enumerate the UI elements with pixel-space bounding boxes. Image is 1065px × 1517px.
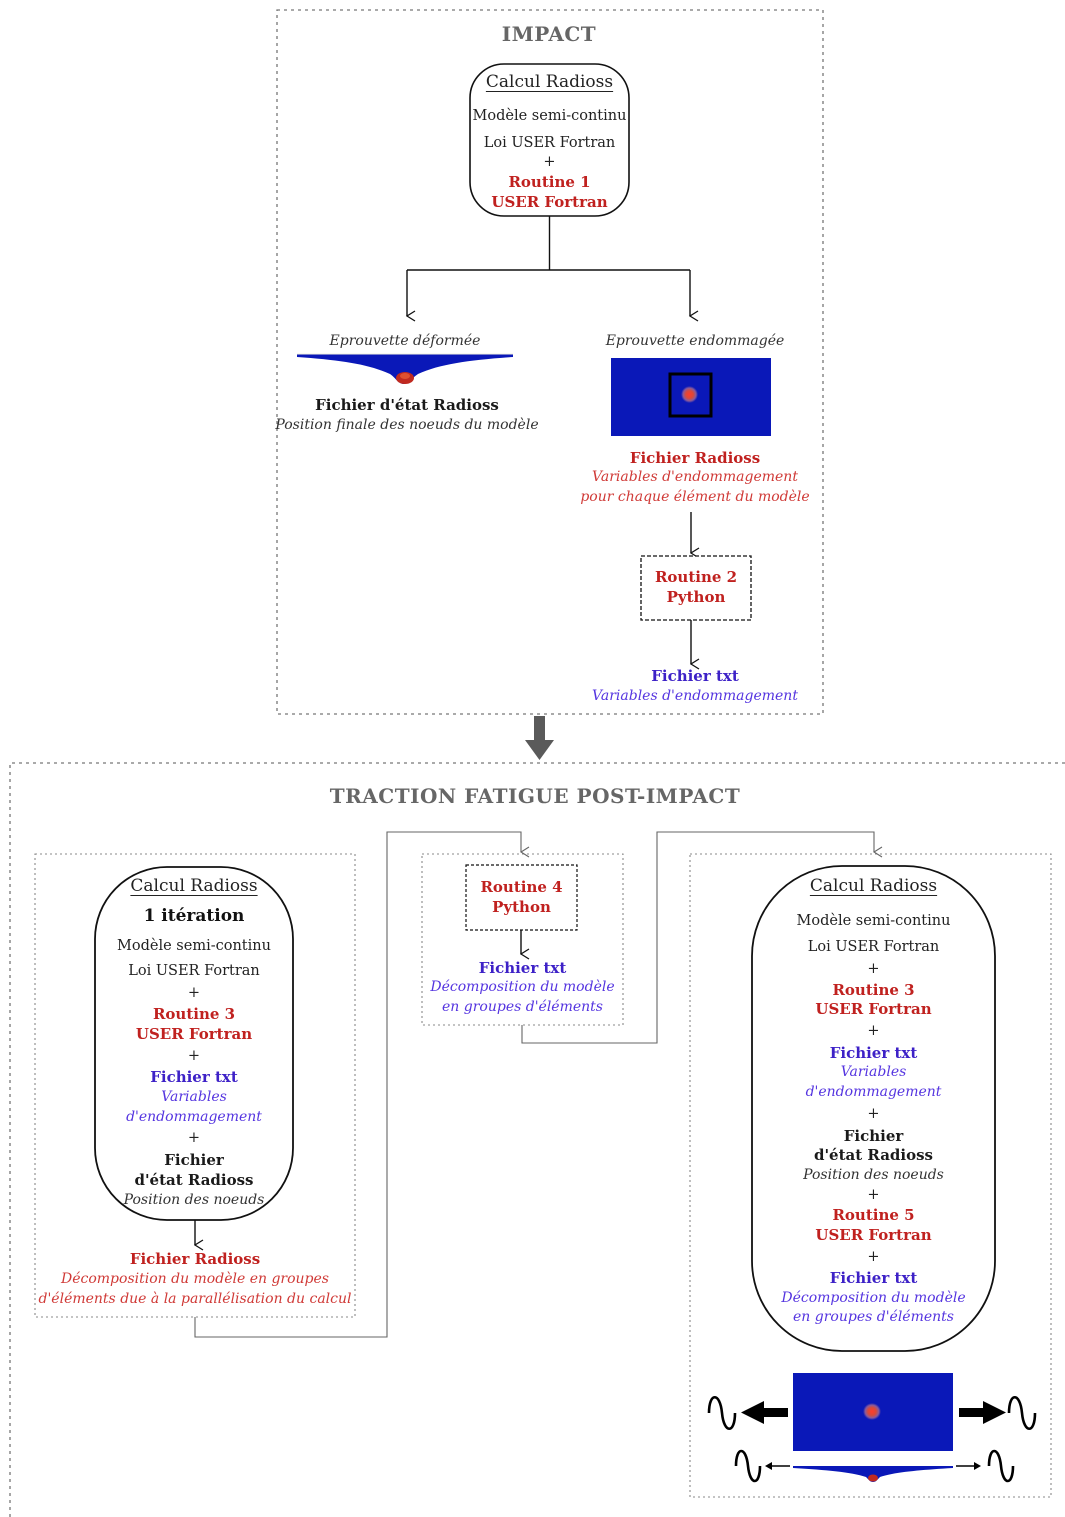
connector-middle-to-right [521,831,874,1044]
right-txt1-desc1: Variables [840,1064,907,1080]
section-transition-arrow [525,716,554,760]
right-txt2-desc2: en groupes d'éléments [793,1309,954,1325]
right-calc-box [751,865,996,1352]
right-calc-law: Loi USER Fortran [807,939,940,955]
routine2-l2: Python [666,588,726,606]
left-calc-law: Loi USER Fortran [128,963,260,979]
routine2-box [640,555,752,621]
cyclic-load-icon [987,1449,1015,1483]
routine4-box [465,864,578,931]
right-state-l2: d'état Radioss [813,1146,934,1164]
deformed-specimen-image [297,353,513,384]
right-calc-plus: + [867,961,880,977]
right-routine5-l2: USER Fortran [815,1226,932,1244]
impact-routine1-l1: Routine 1 [508,173,591,191]
routine2-l1: Routine 2 [654,568,738,586]
right-calc-model: Modèle semi-continu [796,913,951,929]
left-subframe [34,853,356,1318]
impact-txt-title: Fichier txt [651,667,739,685]
impact-title: IMPACT [501,22,597,46]
left-calc-plus: + [187,985,201,1001]
routine4-l1: Routine 4 [480,878,563,896]
right-txt1-title: Fichier txt [829,1044,918,1062]
left-out-desc2: d'éléments due à la parallélisation du c… [38,1291,352,1307]
right-calc-plus: + [867,1023,880,1039]
right-txt1-desc2: d'endommagement [805,1084,942,1100]
cyclic-load-icon [1007,1395,1037,1431]
right-calc-plus: + [867,1249,880,1265]
left-txt-title: Fichier txt [150,1068,238,1086]
fatigue-title: TRACTION FATIGUE POST-IMPACT [329,784,741,808]
right-state-l1: Fichier [843,1127,904,1145]
load-arrow-left-large [741,1401,788,1424]
deformed-file-desc: Position finale des noeuds du modèle [275,417,539,433]
left-calc-box [94,866,294,1221]
damaged-file-desc1: Variables d'endommagement [592,469,798,485]
middle-txt-desc2: en groupes d'éléments [442,999,603,1015]
left-state-desc: Position des noeuds [123,1192,265,1208]
left-calc-model: Modèle semi-continu [117,938,271,954]
impact-calc-model: Modèle semi-continu [472,108,627,124]
right-txt2-desc1: Décomposition du modèle [781,1290,966,1306]
routine4-l2: Python [492,898,551,916]
load-arrow-left-small [765,1462,790,1470]
fatigue-frame [9,762,1065,1517]
left-state-l2: d'état Radioss [134,1171,254,1189]
left-state-l1: Fichier [164,1151,224,1169]
right-routine5-l1: Routine 5 [832,1206,915,1224]
load-arrow-right-small [956,1462,981,1470]
right-calc-plus: + [867,1106,880,1122]
deformed-file-title: Fichier d'état Radioss [315,396,499,414]
right-txt2-title: Fichier txt [829,1269,918,1287]
impact-txt-desc: Variables d'endommagement [592,688,798,704]
damaged-caption: Eprouvette endommagée [605,333,785,349]
damaged-file-title: Fichier Radioss [629,449,761,467]
left-routine3-l2: USER Fortran [135,1025,253,1043]
impact-frame [276,9,824,715]
right-routine3-l2: USER Fortran [815,1000,932,1018]
connector-left-to-middle [194,831,521,1338]
left-calc-plus: + [187,1130,201,1146]
right-routine3-l1: Routine 3 [832,981,915,999]
right-calc-plus: + [867,1187,880,1203]
left-calc-heading: Calcul Radioss [130,876,258,896]
cyclic-load-icon [734,1449,762,1483]
impact-calc-plus: + [543,154,556,170]
left-calc-plus: + [187,1048,201,1064]
left-txt-desc1: Variables [161,1089,227,1105]
load-arrow-right-large [959,1401,1006,1424]
right-subframe [689,853,1052,1498]
left-out-desc1: Décomposition du modèle en groupes [61,1271,329,1287]
fatigue-deformed-specimen-image [793,1466,953,1482]
right-calc-heading: Calcul Radioss [809,876,938,896]
middle-txt-desc1: Décomposition du modèle [430,979,615,995]
damaged-specimen-image [611,358,771,436]
middle-txt-title: Fichier txt [478,959,567,977]
impact-calc-heading: Calcul Radioss [485,72,614,92]
left-routine3-l1: Routine 3 [152,1005,236,1023]
impact-calc-law: Loi USER Fortran [483,135,616,151]
left-calc-iteration: 1 itération [143,906,245,926]
impact-routine1-l2: USER Fortran [491,193,608,211]
damaged-file-desc2: pour chaque élément du modèle [580,489,810,505]
fatigue-damaged-specimen-image [793,1373,953,1451]
deformed-caption: Eprouvette déformée [329,333,481,349]
cyclic-load-icon [707,1395,737,1431]
left-txt-desc2: d'endommagement [126,1109,262,1125]
left-out-title: Fichier Radioss [129,1250,261,1268]
right-state-desc: Position des noeuds [803,1167,944,1183]
